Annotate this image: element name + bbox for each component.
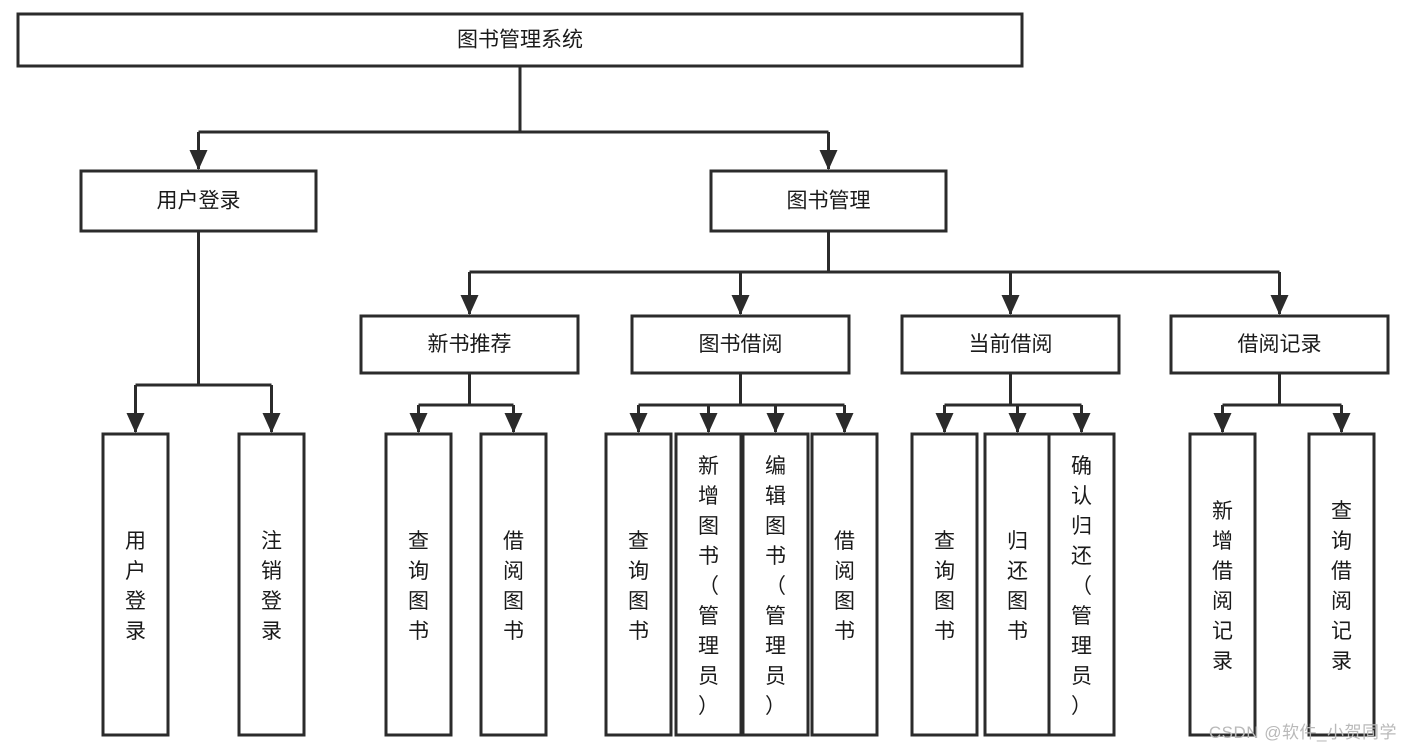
node-query-book-2[interactable]: 查询图书 [604,432,673,737]
node-box [709,169,948,233]
node-box [237,432,306,737]
node-label: 新增图书（管理员） [698,455,719,718]
arrow-head-icon [1332,413,1351,433]
node-box [741,432,810,737]
arrow-head-icon [699,413,718,433]
node-label: 用户登录 [157,190,241,213]
node-borrow-book-1[interactable]: 借阅图书 [479,432,548,737]
arrow-head-icon [262,413,281,433]
node-label: 查询图书 [628,530,649,643]
node-query-borrow-record[interactable]: 查询借阅记录 [1307,432,1376,737]
node-label: 用户登录 [125,530,146,643]
arrow-head-icon [1213,413,1232,433]
node-query-book-1[interactable]: 查询图书 [384,432,453,737]
node-label: 图书管理系统 [457,29,583,52]
node-box [1047,432,1116,737]
node-box [16,12,1024,68]
node-label: 归还图书 [1007,530,1028,643]
node-user-login[interactable]: 用户登录 [79,169,318,233]
node-edit-book-admin[interactable]: 编辑图书（管理员） [741,432,810,737]
node-user-logout[interactable]: 注销登录 [237,432,306,737]
node-confirm-return-admin[interactable]: 确认归还（管理员） [1047,432,1116,737]
node-box [910,432,979,737]
arrow-head-icon [629,413,648,433]
node-root[interactable]: 图书管理系统 [16,12,1024,68]
arrow-head-icon [126,413,145,433]
node-label: 图书借阅 [699,333,783,356]
node-label: 查询图书 [934,530,955,643]
node-box [359,314,580,375]
node-label: 确认归还（管理员） [1071,455,1092,718]
node-query-book-3[interactable]: 查询图书 [910,432,979,737]
node-label: 借阅记录 [1238,333,1322,356]
arrow-head-icon [409,413,428,433]
node-box [983,432,1052,737]
node-box [674,432,743,737]
arrow-head-icon [189,150,208,170]
arrow-head-icon [1072,413,1091,433]
arrow-head-icon [1001,295,1020,315]
node-label: 新书推荐 [428,333,512,356]
node-current-borrow[interactable]: 当前借阅 [900,314,1121,375]
node-box [900,314,1121,375]
arrow-head-icon [835,413,854,433]
node-user-login-do[interactable]: 用户登录 [101,432,170,737]
arrow-head-icon [504,413,523,433]
node-label: 注销登录 [261,530,282,643]
node-label: 借阅图书 [834,530,855,643]
node-label: 借阅图书 [503,530,524,643]
node-label: 编辑图书（管理员） [765,455,786,718]
node-add-book-admin[interactable]: 新增图书（管理员） [674,432,743,737]
node-box [101,432,170,737]
node-box [810,432,879,737]
node-borrow-records[interactable]: 借阅记录 [1169,314,1390,375]
node-box [79,169,318,233]
node-add-borrow-record[interactable]: 新增借阅记录 [1188,432,1257,737]
node-box [479,432,548,737]
arrow-head-icon [935,413,954,433]
node-book-management[interactable]: 图书管理 [709,169,948,233]
node-book-borrow[interactable]: 图书借阅 [630,314,851,375]
arrow-head-icon [1008,413,1027,433]
node-label: 新增借阅记录 [1212,500,1233,673]
node-box [1307,432,1376,737]
node-label: 查询图书 [408,530,429,643]
node-box [1169,314,1390,375]
arrow-head-icon [1270,295,1289,315]
node-new-book-recommend[interactable]: 新书推荐 [359,314,580,375]
node-label: 图书管理 [787,190,871,213]
node-label: 当前借阅 [969,333,1053,356]
node-return-book[interactable]: 归还图书 [983,432,1052,737]
arrow-head-icon [731,295,750,315]
node-box [1188,432,1257,737]
node-box [604,432,673,737]
arrow-head-icon [819,150,838,170]
node-box [630,314,851,375]
node-box [384,432,453,737]
watermark-label: CSDN @软件_小贺同学 [1208,723,1397,742]
arrow-head-icon [460,295,479,315]
node-label: 查询借阅记录 [1331,500,1352,673]
arrow-head-icon [766,413,785,433]
node-borrow-book-2[interactable]: 借阅图书 [810,432,879,737]
